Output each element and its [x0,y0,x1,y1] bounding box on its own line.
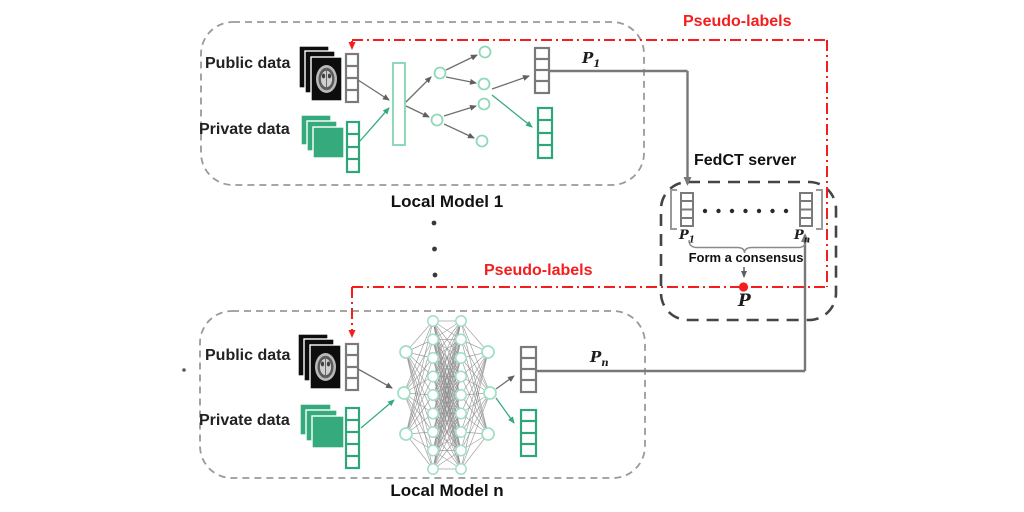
form-consensus-label: Form a consensus [688,250,804,265]
consensus-point [738,282,749,292]
modeln-public-data-label: Public data [205,347,291,364]
modeln-private-data-label: Private data [199,412,290,429]
server-pn-vector [799,192,813,227]
consensus-underbrace [688,239,807,254]
server-vector-brackets [670,189,823,230]
model1-private-input-vector [345,120,361,174]
model1-title: Local Model 1 [390,192,504,211]
modeln-private-input-arrow [360,399,395,429]
modeln-private-output-vector [519,408,538,458]
server-p1-label: P1 [679,228,695,246]
modeln-public-data-stack [297,333,342,390]
modeln-title: Local Model n [390,481,504,500]
local-model-n-box [199,310,646,479]
p1-routing-line [549,69,692,186]
models-vertical-ellipsis [431,220,438,278]
modeln-public-input-arrow [357,368,393,389]
model1-public-data-stack [298,45,343,102]
stray-dot [182,368,186,372]
modeln-output-pn-label: Pn [590,348,609,369]
model1-output-p1-label: P1 [582,49,601,70]
pseudo-label-path-top [352,39,828,287]
pseudo-label-path-bottom [351,286,827,329]
fedct-server-box [659,180,838,322]
model1-public-data-label: Public data [205,55,291,72]
model1-private-data-stack [300,114,345,159]
modeln-private-input-vector [344,406,361,470]
modeln-private-data-stack [299,403,345,449]
brain-mri-image [315,353,336,381]
server-pn-label: Pn [794,228,811,246]
server-ellipsis-dots [702,208,789,214]
model1-private-data-label: Private data [199,121,290,138]
server-p1-vector [680,192,694,227]
modeln-dense-network [397,315,497,475]
pn-routing-line [536,233,809,373]
modeln-public-output-arrow [495,375,515,390]
modeln-public-output-vector [519,345,538,394]
modeln-private-output-arrow [495,397,515,424]
consensus-p-label: P [738,291,751,311]
model1-public-output-vector [533,46,551,95]
pseudo-labels-bottom: Pseudo-labels [484,262,593,279]
pseudo-labels-top: Pseudo-labels [683,13,792,30]
modeln-public-input-vector [344,342,360,392]
brain-mri-image [316,65,337,93]
model1-private-output-vector [536,106,554,160]
local-model-1-box [200,21,645,186]
server-title: FedCT server [694,152,797,169]
model1-network [357,45,533,148]
model1-public-input-vector [344,52,360,104]
